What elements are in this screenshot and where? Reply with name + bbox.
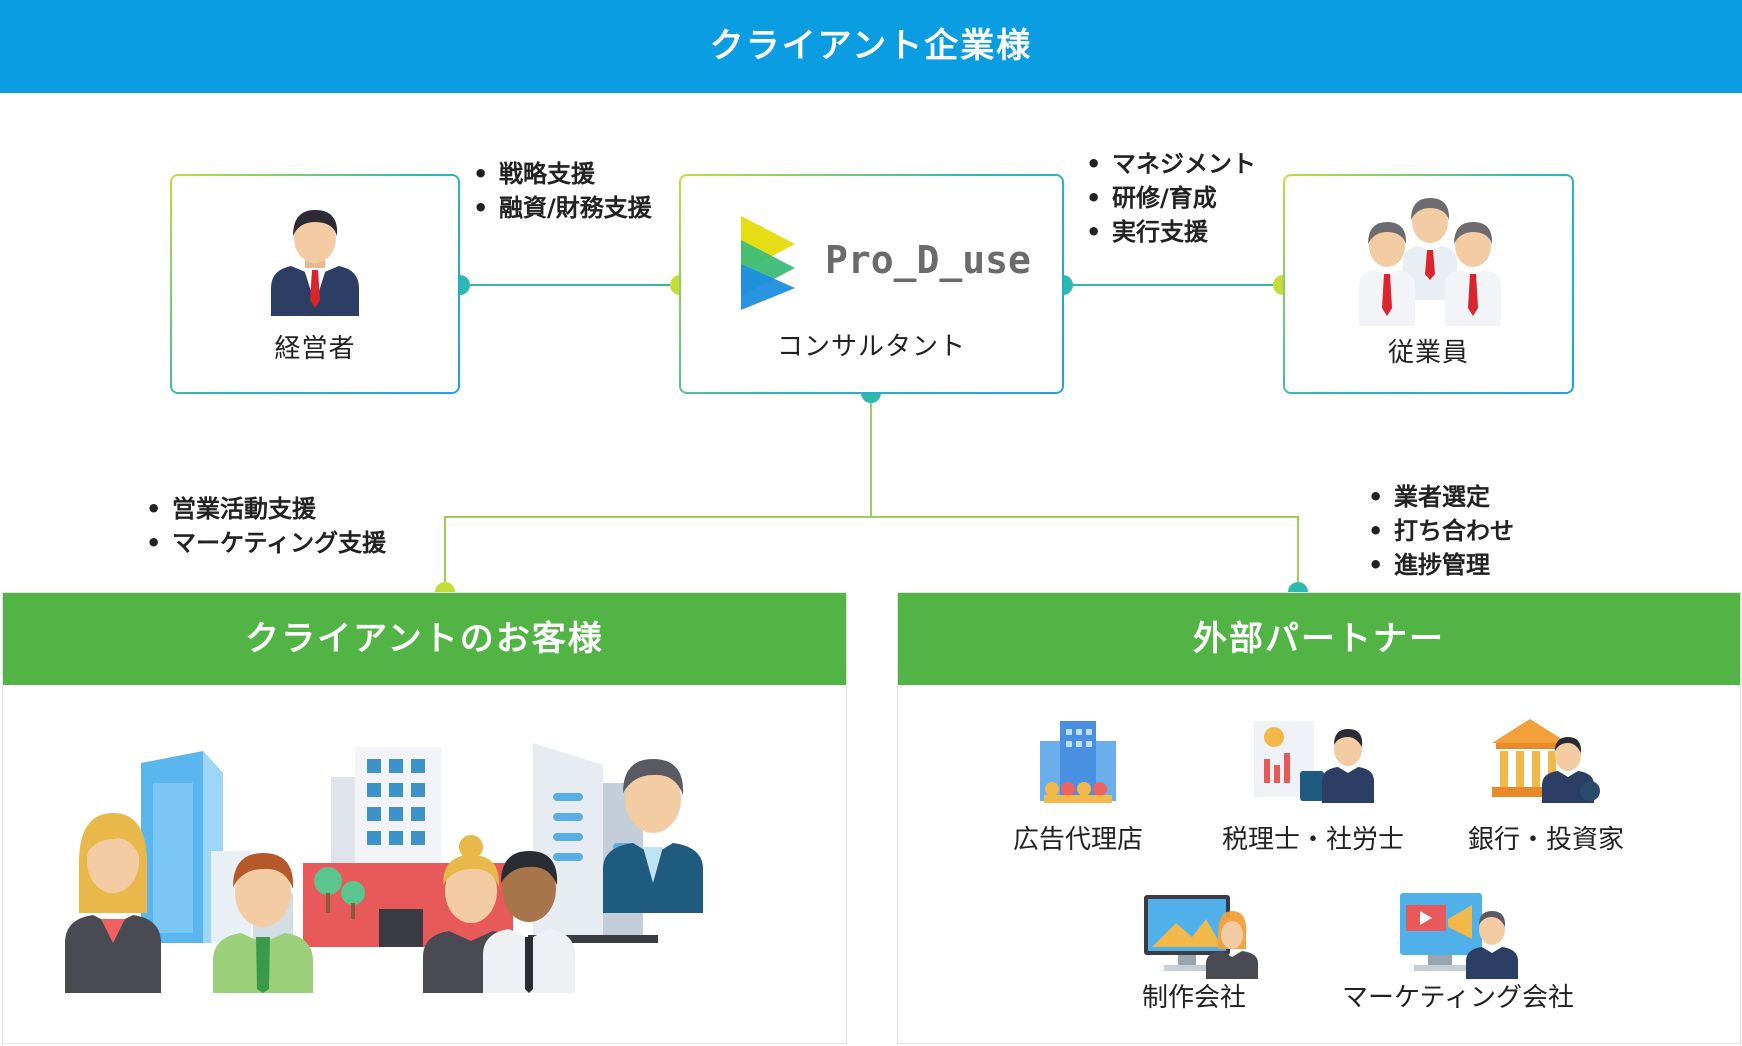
support-item: 戦略支援 (473, 157, 652, 191)
school-building-icon (303, 747, 513, 947)
accountant-icon (1254, 721, 1374, 803)
executive-label: 経営者 (274, 334, 356, 364)
support-item: マネジメント (1086, 147, 1256, 181)
man-dark-icon (483, 851, 575, 993)
support-item: 研修/育成 (1086, 181, 1256, 215)
support-item: 融資/財務支援 (473, 191, 652, 225)
employees-group-icon (1359, 198, 1501, 326)
panel-partners: 外部パートナー 広告代理店 税理士・社労士 銀行・投資家 (897, 592, 1741, 1044)
node-executive: 経営者 (170, 174, 460, 394)
partner-label: 制作会社 (1141, 983, 1246, 1013)
businessman-icon (271, 210, 359, 316)
support-list-executive: 戦略支援 融資/財務支援 (473, 157, 652, 225)
support-list-employees: マネジメント 研修/育成 実行支援 (1086, 147, 1256, 249)
support-item: 実行支援 (1086, 215, 1256, 249)
marketing-company-icon (1400, 893, 1518, 979)
partner-label: 広告代理店 (1012, 825, 1143, 855)
node-employees: 従業員 (1283, 174, 1574, 394)
partner-label: 税理士・社労士 (1221, 825, 1404, 855)
page-title: クライアント企業様 (709, 26, 1033, 66)
line-branch (444, 516, 1299, 592)
man-navy-icon (603, 759, 703, 913)
employees-label: 従業員 (1387, 338, 1469, 368)
panel-partners-title: 外部パートナー (898, 593, 1740, 685)
production-company-icon (1144, 895, 1258, 979)
support-item: 進捗管理 (1368, 548, 1514, 582)
partner-label: マーケティング会社 (1342, 983, 1574, 1013)
ad-agency-icon (1040, 721, 1116, 803)
customers-illustration (65, 743, 703, 993)
support-list-customers: 営業活動支援 マーケティング支援 (146, 492, 386, 560)
panel-customers-title: クライアントのお客様 (3, 593, 846, 685)
support-item: 営業活動支援 (146, 492, 386, 526)
panel-customers: クライアントのお客様 (2, 592, 847, 1044)
bank-icon (1492, 719, 1600, 803)
node-consultant: Pro_D_use コンサルタント (679, 174, 1064, 394)
support-item: 打ち合わせ (1368, 514, 1514, 548)
support-item: 業者選定 (1368, 480, 1514, 514)
woman-icon (65, 813, 161, 993)
support-list-partners: 業者選定 打ち合わせ 進捗管理 (1368, 480, 1514, 582)
man-icon (213, 853, 313, 993)
support-item: マーケティング支援 (146, 526, 386, 560)
consultant-label: コンサルタント (776, 332, 966, 362)
partner-label: 銀行・投資家 (1467, 825, 1624, 855)
produse-logo-icon (741, 216, 795, 310)
header-bar (0, 0, 1742, 93)
brand-logo-text: Pro_D_use (825, 238, 1031, 282)
